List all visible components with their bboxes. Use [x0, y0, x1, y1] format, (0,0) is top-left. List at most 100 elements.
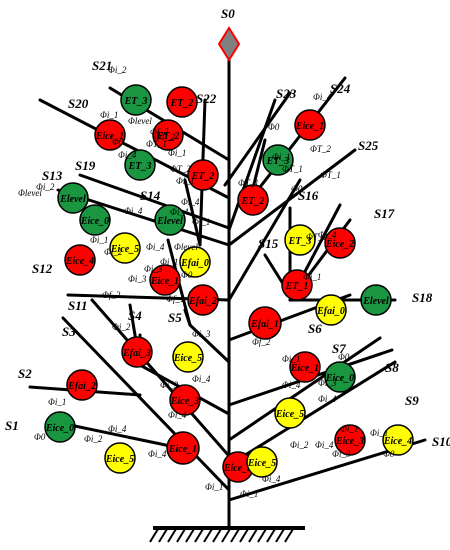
ground-hatch	[239, 528, 249, 543]
edge-label: Φi_4	[315, 440, 334, 450]
node-circle	[382, 424, 414, 456]
node-label: Efai_1	[250, 319, 279, 330]
node-label: ET_3	[128, 161, 152, 172]
edge-label: Φi_3	[128, 274, 147, 284]
tree-node: Eice_3	[169, 384, 201, 416]
node-circle	[262, 144, 294, 176]
tree-node: Efai_1	[248, 306, 282, 340]
edge-label: Φ0	[383, 449, 395, 459]
edge-label: Φi_1	[370, 428, 388, 438]
ground-hatch	[176, 528, 186, 543]
node-label: Eice_4	[383, 436, 412, 447]
edge-label: ΦT_2	[170, 164, 191, 174]
edge-label: Φi_1	[90, 235, 108, 245]
ground-symbol	[149, 526, 305, 543]
edge-label: ΦT_1	[282, 164, 303, 174]
tree-edge	[183, 178, 202, 247]
label-s24: S24	[330, 81, 351, 96]
edge-label: Φi_4	[118, 150, 137, 160]
edge-label: Φi_4	[192, 374, 211, 384]
node-circle	[289, 351, 321, 383]
edge-label: Φi_2	[112, 322, 131, 332]
edge-label: Φ0	[112, 137, 124, 147]
ground-hatch	[194, 528, 204, 543]
tree-node: Eice_1	[294, 109, 326, 141]
edge-label: Φi_1	[340, 424, 358, 434]
node-label: Eice_2	[325, 239, 354, 250]
node-circle	[237, 184, 269, 216]
tree-node: Eice_1	[149, 264, 181, 296]
tree-node: ET_2	[187, 159, 219, 191]
node-label: Eice_3	[170, 396, 199, 407]
node-label: ET_1	[285, 281, 309, 292]
label-s15: S15	[258, 236, 279, 251]
node-label: Eice_4	[65, 256, 94, 267]
tree-node: Elevel	[154, 204, 186, 236]
edge-label: Φlevel	[128, 116, 152, 126]
label-s11: S11	[68, 298, 88, 313]
node-label: ET_3	[124, 96, 148, 107]
label-s3: S3	[62, 324, 76, 339]
tree-node: Eice_5	[274, 397, 306, 429]
edge-label: Φi_3	[160, 380, 179, 390]
tree-node: Efai_2	[187, 284, 219, 316]
edge-label: Φi_1	[303, 272, 321, 282]
tree-node: Efai_0	[315, 294, 347, 326]
edge-label: ΦT_2	[154, 132, 175, 142]
edge-label: Φi_3	[332, 449, 351, 459]
ground-hatch	[230, 528, 240, 543]
node-circle	[187, 284, 219, 316]
node-label: Elevel	[362, 296, 389, 307]
tree-node: Eice_1	[166, 431, 200, 465]
label-s20: S20	[68, 96, 89, 111]
node-label: Eice_0	[325, 373, 354, 384]
tree-edge	[227, 98, 277, 232]
node-label: Eice_1	[95, 131, 124, 142]
tree-node: Eice_2	[324, 227, 356, 259]
tree-edge	[78, 173, 231, 230]
ground-hatch	[266, 528, 276, 543]
node-label: ET_3	[288, 236, 312, 247]
edge-label: Φf_1	[166, 294, 184, 304]
ground-hatch	[185, 528, 195, 543]
node-circle	[79, 204, 111, 236]
node-label: ET_3	[266, 156, 290, 167]
node-circle	[166, 86, 198, 118]
label-s22: S22	[196, 91, 217, 106]
node-label: ET_2	[156, 131, 180, 142]
edge-label: Φi_4	[170, 207, 189, 217]
tree-node: ET_3	[262, 144, 294, 176]
ground-hatch	[212, 528, 222, 543]
edge-label: Φi_1	[176, 176, 194, 186]
edge-label: ΦT_1	[320, 170, 341, 180]
node-circle	[360, 284, 392, 316]
tree-node: ET_1	[281, 269, 313, 301]
edge-label: ΦT_1	[306, 232, 327, 242]
label-s1: S1	[5, 418, 19, 433]
edge-label: Φi_4	[313, 92, 332, 102]
tree-labels: S0S1S2S3S4S5S6S7S8S9S10S11S12S13S14S15S1…	[5, 6, 450, 449]
edge-label: Φi_4	[282, 380, 301, 390]
label-s21: S21	[92, 58, 112, 73]
tree-node: Eice_1	[289, 351, 321, 383]
edge-label: Φ0	[291, 184, 303, 194]
node-label: Eice_0	[80, 216, 109, 227]
edge-label: Φi_1	[205, 482, 223, 492]
node-label: ET_2	[170, 98, 194, 109]
edge-label: Φi_4	[318, 230, 337, 240]
tree-node: Efai_2	[66, 369, 98, 401]
label-s5: S5	[168, 310, 182, 325]
edge-label: Φ0	[338, 352, 350, 362]
node-circle	[66, 369, 98, 401]
edge-label: Φi_1	[48, 397, 66, 407]
node-label: Eice_3	[335, 436, 364, 447]
node-label: Eice_2	[223, 463, 252, 474]
edge-label: Φf_2	[150, 127, 169, 137]
ground-hatch	[203, 528, 213, 543]
edge-label: Φi_1	[240, 489, 258, 499]
node-circle	[248, 306, 282, 340]
label-s2: S2	[18, 366, 32, 381]
